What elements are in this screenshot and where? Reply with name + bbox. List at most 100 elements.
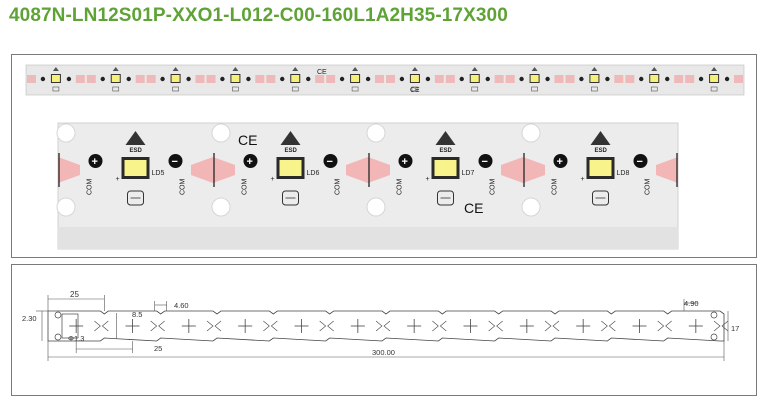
- thin-minus-pad: [365, 76, 371, 82]
- zoom-esd-icon: [590, 131, 611, 145]
- zoom-ce-mark: CE: [238, 132, 257, 148]
- thin-plus-pad: [579, 76, 584, 82]
- thin-label-box: [591, 86, 598, 92]
- mount-hole-outline: [54, 311, 62, 319]
- zoom-mount-hole: [211, 197, 231, 217]
- technical-drawing-panel: 25 2.30 Φ1.3 4.60 8.5 25 300.00 4.90 17: [11, 264, 757, 396]
- thin-plus-pad: [519, 76, 524, 82]
- dim-left-height: 2.30: [22, 314, 37, 323]
- zoom-led-plus: +: [581, 176, 585, 183]
- thin-esd-icon: [651, 67, 658, 71]
- thin-minus-pad: [246, 76, 251, 82]
- zoom-minus-sign: −: [327, 156, 333, 168]
- thin-minus-pad: [665, 76, 670, 82]
- thin-joint-pad: [625, 75, 635, 83]
- mount-hole-outline: [710, 311, 718, 319]
- zoom-label-icon: [127, 190, 144, 206]
- dim-segment: 25: [154, 344, 162, 353]
- thin-plus-pad: [280, 76, 285, 82]
- thin-led: [590, 75, 599, 82]
- thin-joint-pad: [206, 75, 216, 83]
- zoom-plus-sign: +: [92, 156, 98, 168]
- dim-width-top: 25: [70, 290, 79, 299]
- thin-joint-pad: [505, 75, 515, 83]
- zoom-led-designator: LD8: [617, 170, 630, 177]
- thin-label-box: [531, 86, 538, 92]
- thin-esd-icon: [411, 67, 418, 71]
- thin-joint-pad: [326, 75, 336, 83]
- zoom-com-label: COM: [552, 179, 559, 196]
- thin-joint-pad: [445, 75, 455, 83]
- zoom-plus-sign: +: [247, 156, 253, 168]
- mount-hole-outline: [54, 333, 62, 341]
- zoom-led-designator: LD6: [307, 170, 320, 177]
- thin-joint-pad: [266, 75, 276, 83]
- joint-mark: [657, 320, 672, 332]
- zoom-com-label: COM: [490, 179, 497, 196]
- zoom-label-icon: [437, 190, 454, 206]
- thin-label-box: [232, 86, 239, 92]
- dim-total-length: 300.00: [372, 348, 395, 357]
- zoom-trace: [656, 157, 678, 183]
- zoom-led-plus: +: [271, 176, 275, 183]
- thin-joint-pad: [614, 75, 624, 83]
- thin-strip-board: [25, 64, 745, 96]
- thin-plus-pad: [40, 76, 46, 82]
- first-pad-outline: [61, 313, 79, 339]
- zoom-plus-pad: [398, 154, 413, 168]
- zoom-trace: [191, 157, 213, 183]
- zoom-mount-hole: [366, 197, 386, 217]
- joint-mark: [544, 320, 560, 332]
- zoom-led-designator: LD7: [462, 170, 475, 177]
- thin-plus-pad: [459, 76, 464, 82]
- thin-joint-pad: [146, 75, 156, 83]
- thin-plus-pad: [639, 76, 644, 82]
- zoom-minus-pad: [478, 154, 493, 168]
- joint-mark: [375, 320, 391, 332]
- thin-led: [171, 75, 180, 82]
- zoom-esd-icon: [435, 131, 456, 145]
- dim-height: 17: [731, 324, 739, 333]
- thin-minus-pad: [66, 76, 72, 82]
- zoom-led-designator: LD5: [152, 170, 165, 177]
- zoom-plus-pad: [88, 154, 103, 168]
- thin-esd-icon: [352, 67, 359, 71]
- zoom-com-label: COM: [87, 179, 94, 196]
- thin-ce-mark: CE: [317, 69, 327, 76]
- zoom-mount-hole: [521, 197, 541, 217]
- zoom-mount-hole: [56, 123, 76, 143]
- thin-joint-pad: [554, 75, 564, 83]
- thin-plus-pad: [160, 76, 165, 82]
- thin-joint-pad: [195, 75, 205, 83]
- joint-mark: [319, 320, 334, 332]
- zoom-minus-pad: [323, 154, 338, 168]
- thin-joint-pad: [375, 75, 384, 83]
- zoom-trace: [501, 157, 523, 183]
- zoom-minus-sign: −: [482, 156, 488, 168]
- thin-minus-pad: [545, 76, 550, 82]
- zoom-esd-label: ESD: [130, 148, 143, 154]
- joint-mark: [94, 320, 109, 332]
- thin-joint-pad: [135, 75, 145, 83]
- thin-label-box: [411, 86, 419, 92]
- thin-minus-pad: [425, 76, 431, 82]
- zoom-esd-label: ESD: [285, 148, 298, 154]
- thin-esd-icon: [591, 67, 598, 71]
- product-title: 4087N-LN12S01P-XXO1-L012-C00-160L1A2H35-…: [9, 5, 508, 26]
- thin-minus-pad: [485, 76, 490, 82]
- thin-led: [351, 75, 360, 82]
- thin-label-box: [291, 86, 299, 92]
- joint-mark: [263, 320, 278, 332]
- thin-led: [650, 75, 659, 82]
- zoom-led: [124, 160, 147, 176]
- thin-minus-pad: [306, 76, 311, 82]
- zoom-trace: [346, 157, 368, 183]
- zoom-com-label: COM: [645, 179, 652, 196]
- zoom-label-icon: [282, 190, 299, 206]
- thin-label-box: [471, 86, 479, 92]
- thin-esd-icon: [531, 67, 538, 71]
- thin-minus-pad: [724, 76, 730, 82]
